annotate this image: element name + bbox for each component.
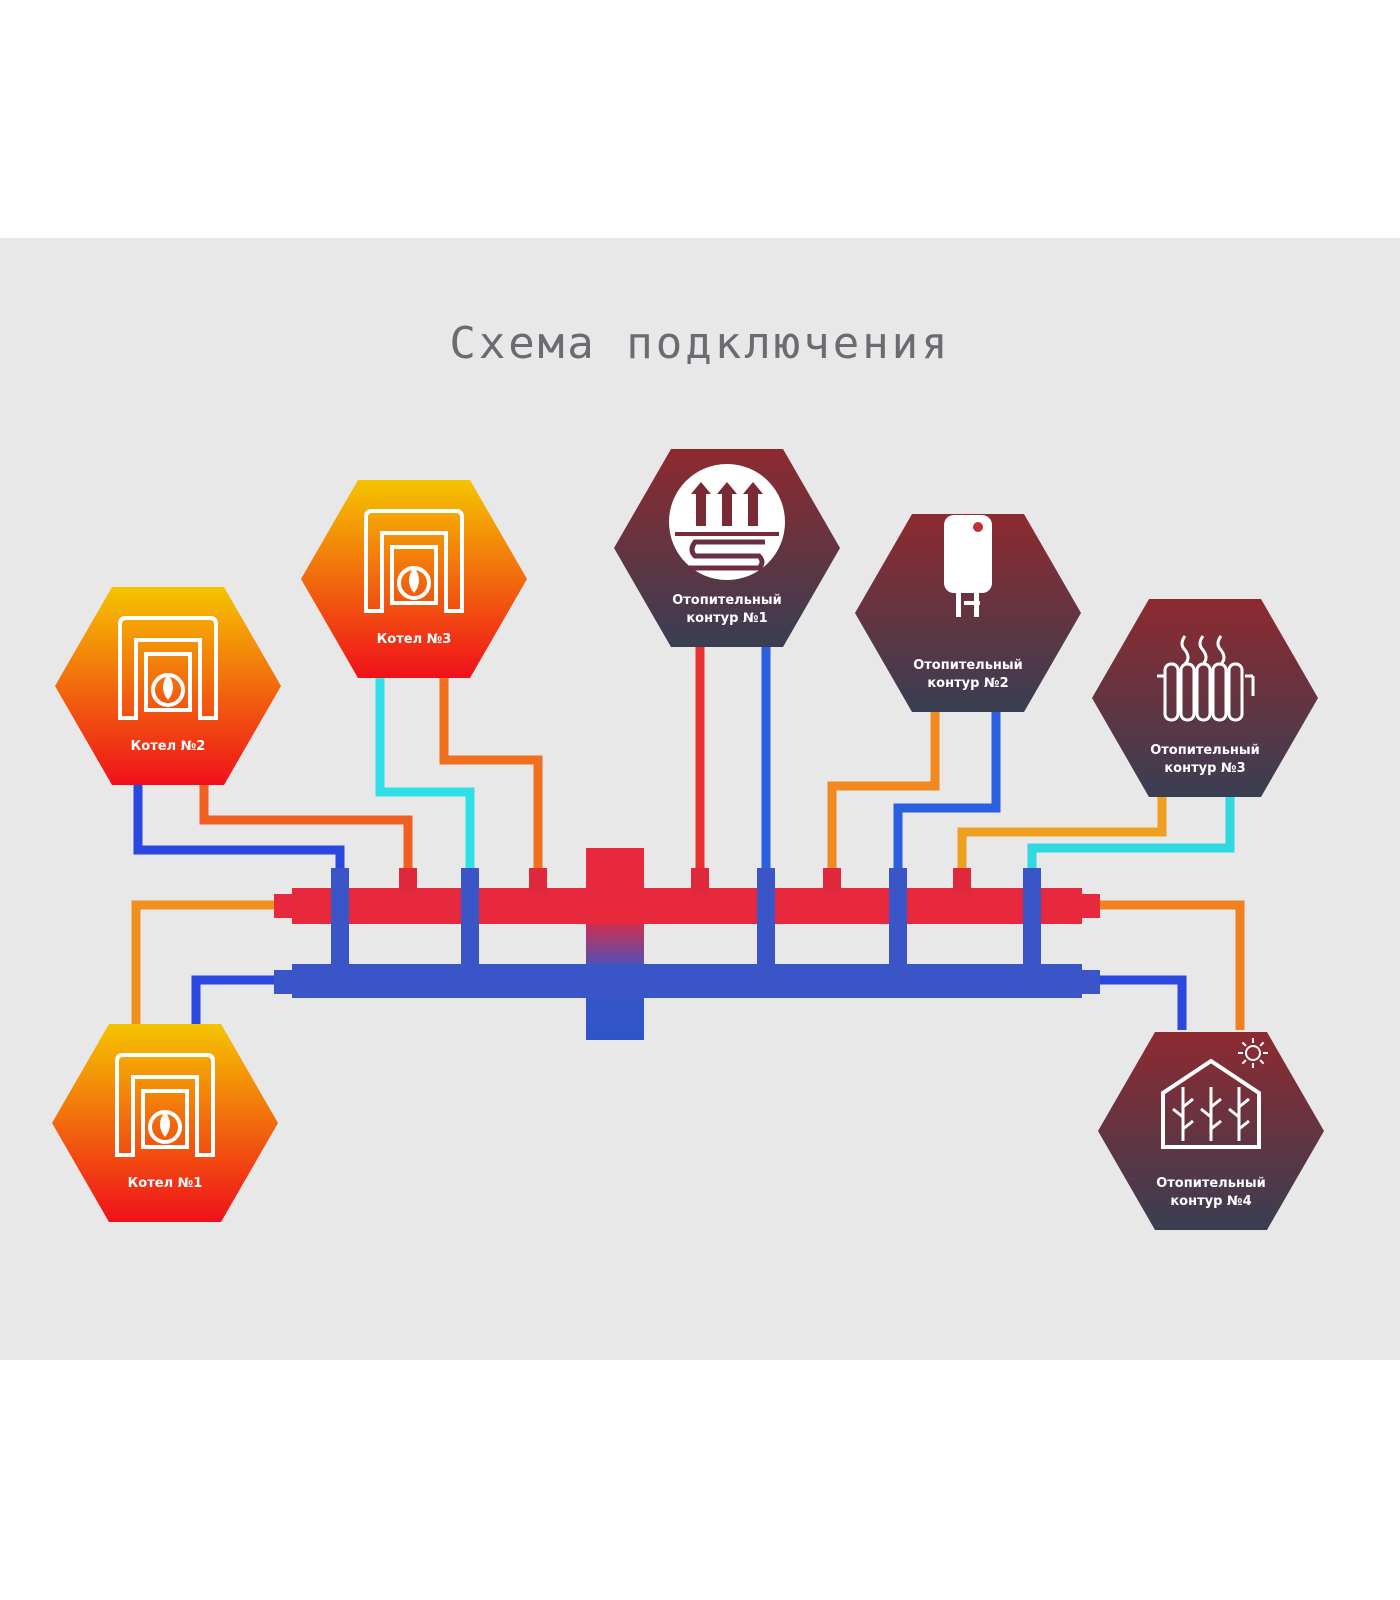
node-label: Котел №3 (377, 632, 452, 647)
pipe (1090, 975, 1187, 1030)
hexagon (855, 514, 1081, 712)
header-connector (953, 868, 971, 894)
boiler-icon (118, 616, 218, 720)
return-header (292, 964, 1082, 998)
node-boiler-2: Котел №2 (55, 587, 281, 785)
diagram-title: Схема подключения (449, 318, 951, 369)
node-circuit-3: Отопительный контур №3 (1092, 599, 1318, 797)
node-label: Отопительный (672, 593, 782, 608)
node-label: контур №4 (1170, 1194, 1251, 1209)
pipe (375, 675, 475, 975)
greenhouse-icon (1161, 1038, 1268, 1149)
node-boiler-1: Котел №1 (52, 1024, 278, 1222)
node-label: Отопительный (1150, 743, 1260, 758)
node-circuit-4: Отопительный контур №4 (1098, 1032, 1324, 1230)
pipe (133, 780, 345, 975)
header-connector (1023, 868, 1041, 998)
header-connector (331, 868, 349, 998)
pipe (827, 712, 940, 890)
boiler-icon (364, 509, 464, 613)
node-boiler-3: Котел №3 (301, 480, 527, 678)
node-label: Котел №1 (128, 1176, 203, 1191)
hexagon (1092, 599, 1318, 797)
header-connector (461, 868, 479, 998)
pipe (1090, 900, 1245, 1030)
node-label: контур №2 (927, 676, 1008, 691)
supply-header-end (1080, 894, 1100, 918)
header-connector (757, 868, 775, 998)
radiator-icon (1157, 635, 1255, 722)
node-circuit-2: Отопительный контур №2 (855, 514, 1081, 712)
pipe (1027, 795, 1235, 975)
header-connector (889, 868, 907, 998)
node-circuit-1: Отопительный контур №1 (614, 449, 840, 647)
pipe (131, 900, 284, 1025)
node-label: Котел №2 (131, 739, 206, 754)
supply-header-end (274, 894, 294, 918)
pipe (191, 975, 284, 1025)
header-connector (529, 868, 547, 894)
node-label: контур №1 (686, 611, 767, 626)
center-separator (586, 848, 644, 1040)
pipe (439, 675, 543, 890)
supply-header (292, 888, 1082, 924)
pipe (957, 795, 1167, 890)
pipe (199, 780, 413, 890)
underfloor-heating-icon (669, 464, 785, 580)
return-header-end (274, 970, 294, 994)
hydraulic-manifold (274, 848, 1100, 1040)
water-heater-icon (944, 515, 992, 617)
node-label: Отопительный (1156, 1176, 1266, 1191)
header-connector (691, 868, 709, 894)
header-connector (823, 868, 841, 894)
boiler-icon (115, 1053, 215, 1157)
return-header-end (1080, 970, 1100, 994)
node-label: контур №3 (1164, 761, 1245, 776)
node-label: Отопительный (913, 658, 1023, 673)
pipe (893, 712, 1001, 975)
header-connector (399, 868, 417, 894)
